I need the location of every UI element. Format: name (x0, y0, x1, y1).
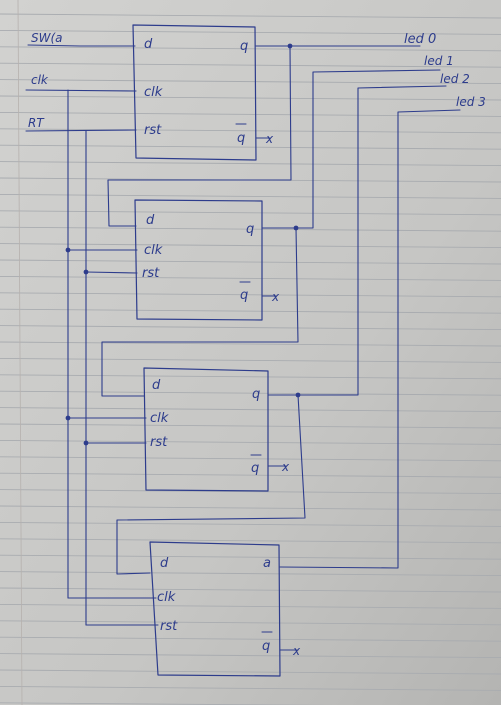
ff1-nc-mark: x (271, 290, 280, 304)
ruled-line (0, 439, 501, 445)
junction-rst-ff2 (83, 440, 89, 446)
ruled-line (0, 325, 501, 331)
ruled-line (0, 111, 501, 117)
ruled-line (0, 226, 501, 232)
ruled-line (0, 587, 501, 593)
ruled-line (0, 95, 501, 101)
ruled-line (0, 390, 501, 396)
ff1-d-label: d (146, 213, 155, 228)
ruled-line (0, 308, 501, 314)
ruled-line (0, 653, 501, 659)
wire-rst-input (25, 129, 137, 132)
flipflop-2-box (143, 367, 269, 492)
ruled-line (0, 275, 501, 281)
input-sw-label: SW(a (31, 31, 63, 45)
ff1-q-label: q (246, 222, 254, 237)
junction-q2 (295, 392, 301, 398)
wire-q3-led3 (279, 109, 461, 569)
ruled-line (0, 128, 501, 134)
ruled-line (0, 292, 501, 298)
wire-q1-led1 (261, 69, 441, 229)
ruled-line (0, 456, 501, 462)
ruled-line (0, 374, 501, 380)
ruled-line (0, 243, 501, 249)
ruled-line (0, 341, 501, 347)
ruled-line (0, 538, 501, 544)
ruled-line (0, 259, 501, 265)
wire-q0-d1 (107, 45, 292, 227)
ff2-clk-label: clk (150, 411, 169, 426)
ff3-clk-label: clk (157, 590, 176, 605)
wire-q1-d2 (101, 227, 299, 397)
ruled-line (0, 636, 501, 642)
ff3-qbar-label: q (262, 639, 270, 654)
ff3-q-label: a (263, 556, 271, 571)
ruled-line (0, 571, 501, 577)
ruled-line (0, 144, 501, 150)
ruled-line (0, 29, 501, 35)
output-led3-label: led 3 (456, 95, 486, 109)
ruled-line (0, 46, 501, 52)
ruled-line (0, 210, 501, 216)
ff2-qbar-label: q (251, 461, 259, 476)
junction-q0 (287, 43, 293, 49)
output-led1-label: led 1 (424, 54, 454, 68)
flipflop-3-box (149, 541, 281, 677)
ff0-d-label: d (144, 37, 153, 52)
ruled-line (0, 603, 501, 609)
ruled-line (0, 620, 501, 626)
ff2-nc-mark: x (281, 460, 290, 474)
output-led0-label: led 0 (404, 32, 436, 47)
wire-rst-ff1 (85, 271, 138, 274)
flipflop-1-box (134, 199, 263, 321)
ruled-line (0, 13, 501, 19)
output-led2-label: led 2 (440, 72, 470, 86)
junction-q1 (293, 225, 299, 231)
ruled-line (0, 423, 501, 429)
input-clk-label: clk (31, 73, 49, 87)
flipflop-0-box (132, 24, 257, 161)
ff0-qbar-label: q (237, 131, 245, 146)
ff1-clk-label: clk (144, 243, 163, 258)
ruled-line (0, 472, 501, 478)
ruled-line (0, 685, 501, 691)
ff3-d-label: d (160, 556, 169, 571)
junction-clk-ff1 (65, 247, 71, 253)
ff1-rst-label: rst (142, 266, 160, 281)
ruled-line (0, 357, 501, 363)
ruled-line (0, 79, 501, 85)
junction-clk-ff2 (65, 415, 71, 421)
ruled-line (0, 407, 501, 413)
ff2-d-label: d (152, 378, 161, 393)
ruled-line (0, 669, 501, 675)
junction-rst-ff1 (83, 269, 89, 275)
ruled-line (0, 193, 501, 199)
ff2-rst-label: rst (150, 435, 168, 450)
ff0-q-label: q (240, 39, 248, 54)
ff1-qbar-label: q (240, 288, 248, 303)
ff0-nc-mark: x (265, 132, 274, 146)
input-rst-label: RT (28, 116, 45, 130)
ff3-nc-mark: x (292, 644, 301, 658)
margin-line (17, 0, 23, 705)
wire-q2-led2 (267, 85, 447, 396)
ruled-line (0, 161, 501, 167)
wire-q2-d3 (116, 394, 306, 575)
ruled-line (0, 489, 501, 495)
ruled-line (0, 554, 501, 560)
wire-sw-d0 (27, 44, 136, 47)
ruled-line (0, 521, 501, 527)
ruled-line (0, 62, 501, 68)
ff0-clk-label: clk (144, 85, 163, 100)
ff2-q-label: q (252, 387, 260, 402)
wire-clk-input (25, 89, 137, 92)
ff3-rst-label: rst (160, 619, 178, 634)
ruled-line (0, 505, 501, 511)
ff0-rst-label: rst (144, 123, 162, 138)
